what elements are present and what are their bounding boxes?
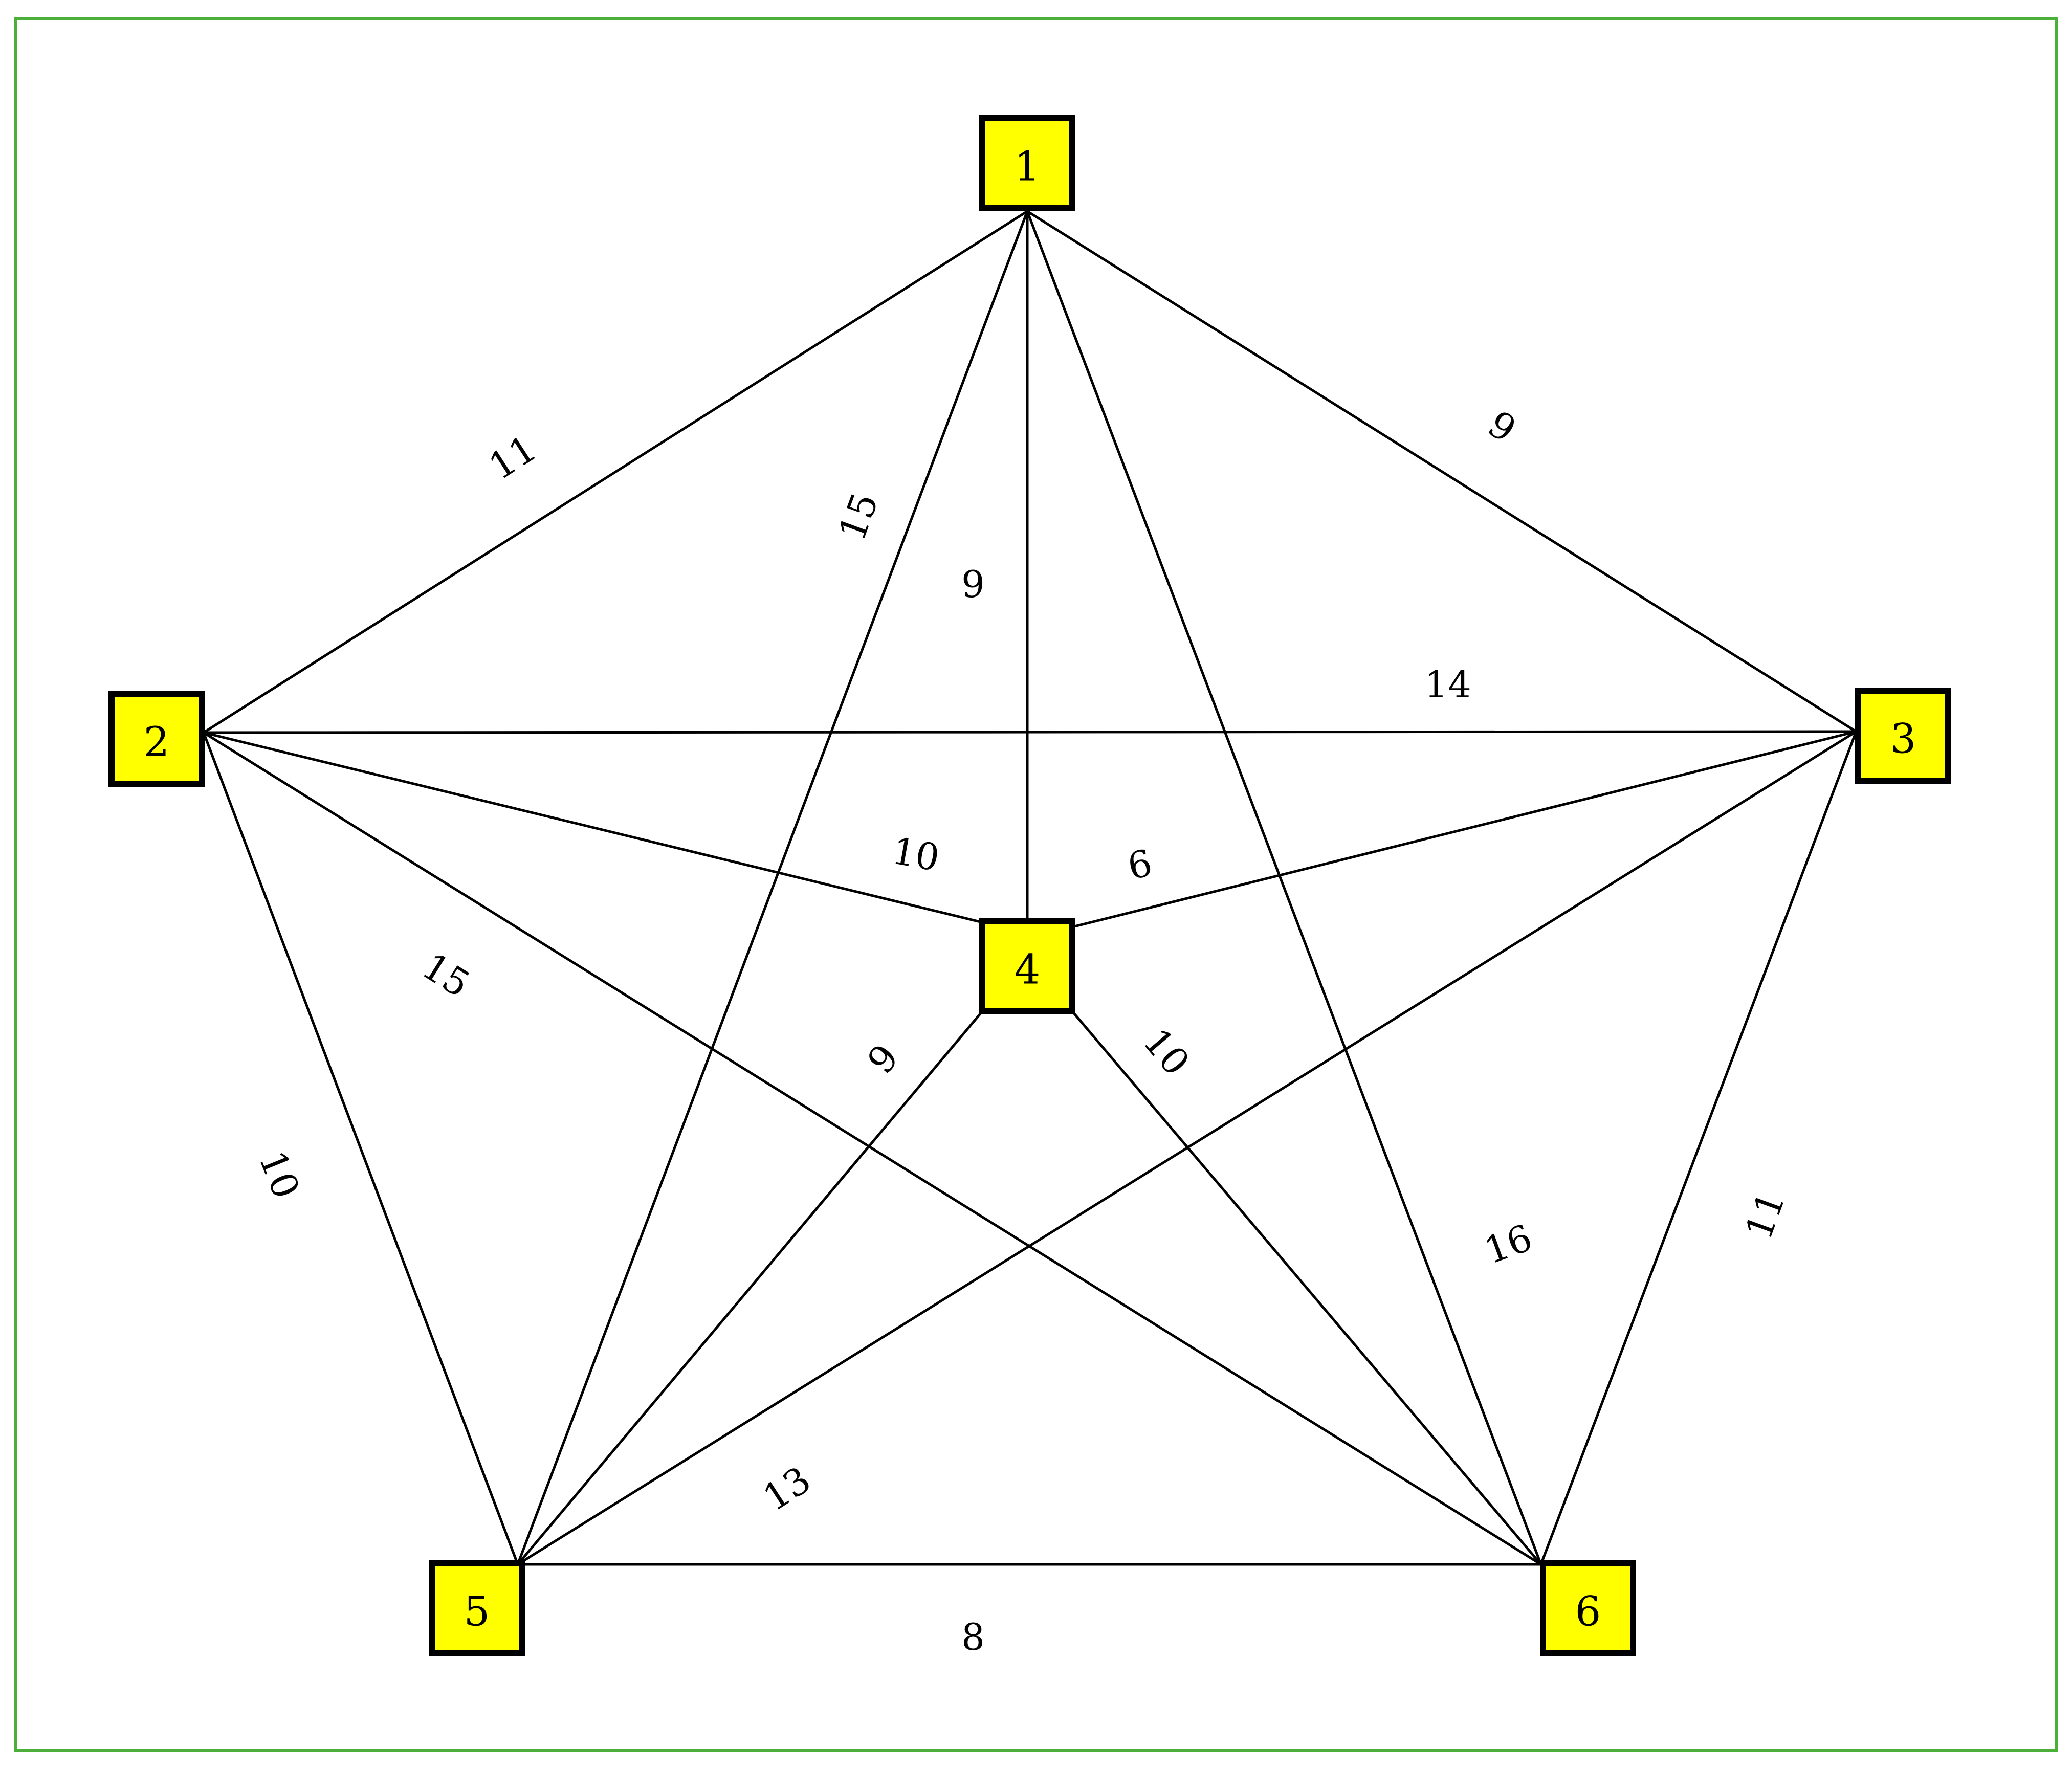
edge-weight-5-6: 8: [961, 1616, 985, 1659]
node-label-5: 5: [464, 1588, 490, 1636]
node-box-5: [429, 1560, 525, 1656]
edge-2-4: [203, 731, 983, 924]
node-2: 2: [108, 691, 205, 787]
edge-4-5: [517, 1010, 983, 1565]
node-box-1: [979, 115, 1075, 211]
nodes-layer: 1 2 3 4 5 6: [108, 115, 1951, 1656]
node-label-1: 1: [1015, 143, 1041, 190]
edge-1-3: [1026, 210, 1857, 733]
edge-3-6: [1539, 731, 1858, 1565]
diagram-frame: [14, 17, 2058, 1752]
edge-2-3: [203, 730, 1857, 734]
node-box-6: [1540, 1560, 1636, 1656]
node-label-2: 2: [144, 718, 170, 766]
node-4: 4: [979, 918, 1075, 1014]
node-box-3: [1855, 688, 1951, 784]
edge-1-2: [203, 210, 1028, 734]
edges-layer: [202, 210, 1858, 1566]
edge-1-6: [1026, 211, 1542, 1565]
edge-3-4: [1072, 730, 1857, 929]
node-box-4: [979, 918, 1075, 1014]
node-label-4: 4: [1015, 946, 1041, 993]
node-3: 3: [1855, 688, 1951, 784]
node-6: 6: [1540, 1560, 1636, 1656]
edge-4-6: [1071, 1010, 1542, 1565]
edge-weight-2-4: 10: [889, 829, 943, 880]
edge-2-5: [202, 732, 519, 1565]
node-1: 1: [979, 115, 1075, 211]
edge-weight-1-4: 9: [961, 563, 985, 606]
edge-weight-2-3: 14: [1424, 663, 1471, 706]
edge-1-5: [516, 211, 1029, 1565]
node-label-6: 6: [1575, 1588, 1601, 1636]
edge-2-6: [203, 731, 1542, 1566]
node-box-2: [108, 691, 205, 787]
node-label-3: 3: [1890, 715, 1916, 763]
node-5: 5: [429, 1560, 525, 1656]
